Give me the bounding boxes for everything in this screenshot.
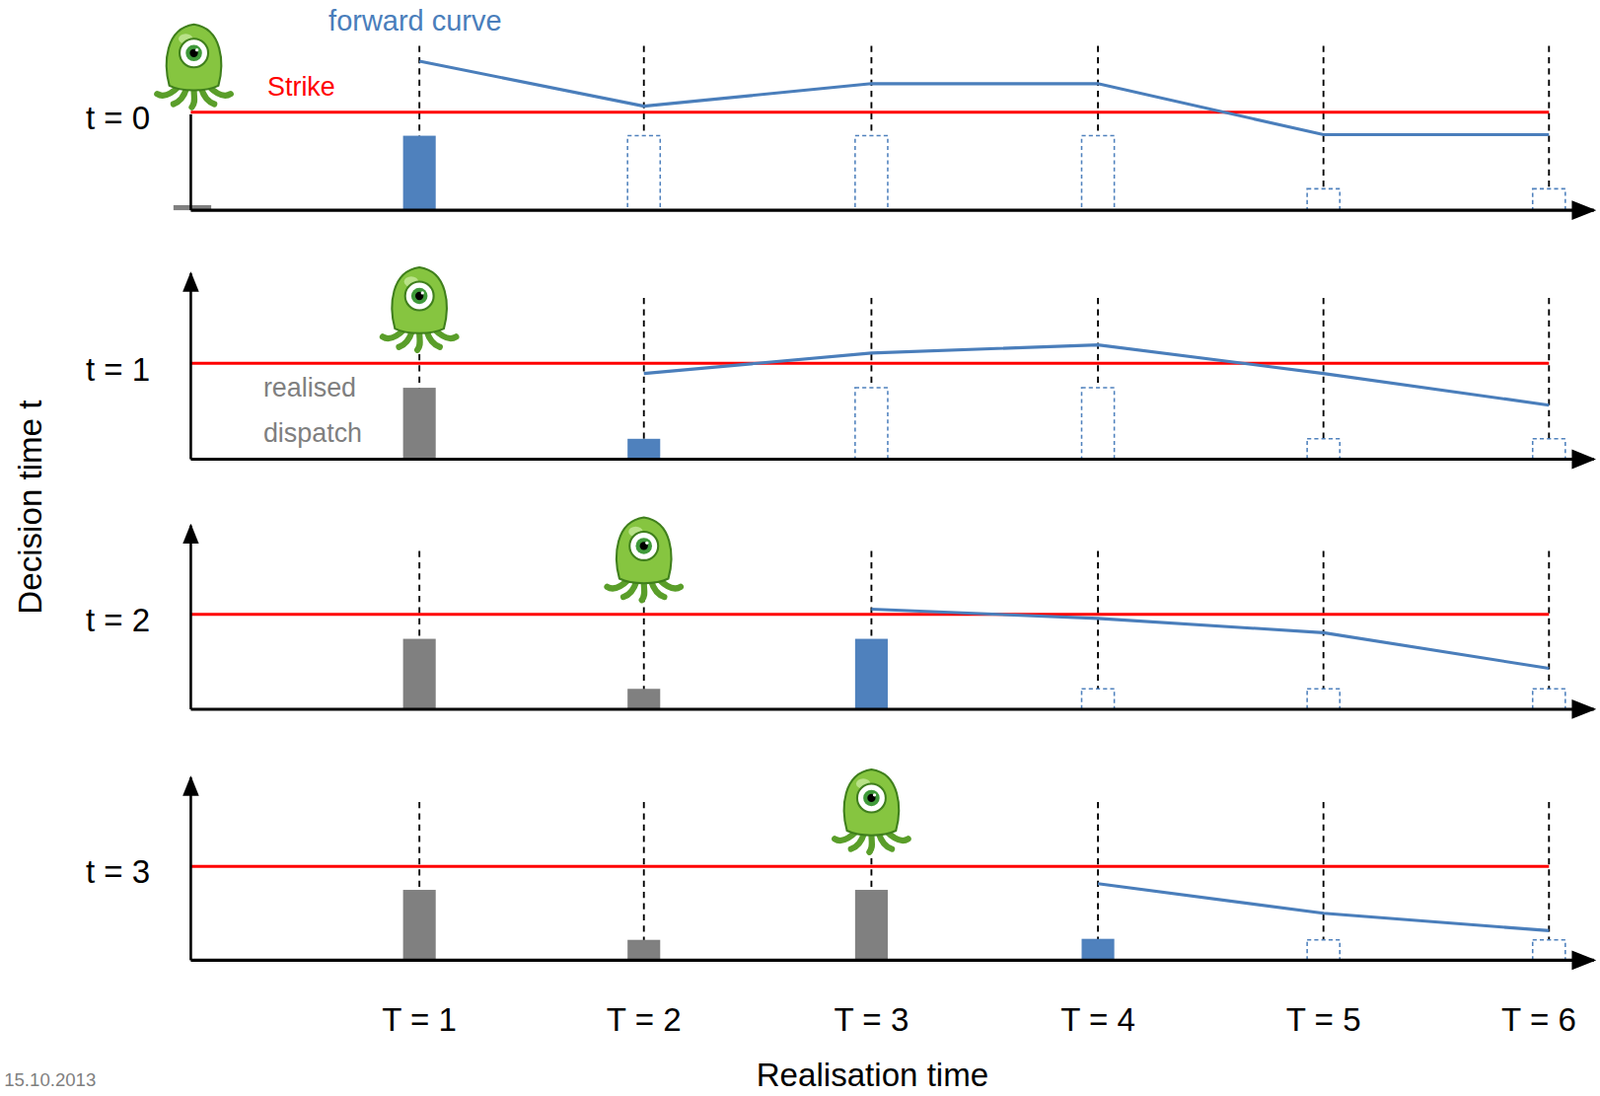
- realisation-time-label: T = 6: [1501, 1000, 1577, 1040]
- value-axis: [189, 777, 193, 960]
- realisation-guide: [643, 801, 646, 960]
- strike-label: Strike: [267, 71, 336, 103]
- future-dispatch-bar: [855, 387, 888, 459]
- forward-curve: [419, 61, 1549, 135]
- future-dispatch-bar: [1307, 688, 1340, 710]
- realisation-guide: [643, 297, 646, 459]
- time-axis: [190, 457, 1594, 461]
- realisation-time-label: T = 3: [834, 1000, 910, 1040]
- realisation-guide: [1322, 297, 1325, 459]
- future-dispatch-bar: [1082, 387, 1115, 459]
- axis-title: Decision time t: [10, 400, 51, 615]
- alien-icon: [382, 267, 456, 351]
- forward-curve: [644, 345, 1550, 406]
- realisation-guide: [1547, 551, 1550, 710]
- planned-dispatch-bar: [1082, 939, 1115, 961]
- realised-dispatch-bar: [403, 889, 437, 960]
- value-axis: [189, 273, 193, 459]
- realised-label: realised dispatch: [263, 364, 391, 455]
- realisation-time-label: T = 4: [1060, 1000, 1136, 1040]
- strike-line: [190, 362, 1549, 365]
- time-axis: [190, 209, 1594, 213]
- future-dispatch-bar: [1532, 188, 1566, 211]
- realised-dispatch-bar: [627, 688, 660, 710]
- future-dispatch-bar: [1082, 688, 1115, 710]
- future-dispatch-bar: [1532, 438, 1566, 460]
- strike-line: [190, 612, 1549, 616]
- realisation-guide: [1547, 801, 1550, 960]
- decision-time-label: t = 2: [85, 600, 150, 641]
- alien-icon: [606, 516, 680, 600]
- forward-curve: [871, 609, 1549, 669]
- realisation-time-label: T = 2: [606, 1000, 682, 1040]
- realisation-guide: [1547, 46, 1550, 212]
- strike-line: [190, 110, 1549, 114]
- realisation-time-label: T = 5: [1286, 1000, 1362, 1040]
- future-dispatch-bar: [1307, 940, 1340, 961]
- realisation-guide: [1096, 801, 1099, 960]
- value-axis: [189, 114, 193, 211]
- realisation-guide: [1096, 551, 1099, 710]
- panel: [173, 46, 1595, 212]
- future-dispatch-bar: [1532, 688, 1566, 710]
- future-dispatch-bar: [1082, 136, 1115, 212]
- alien-icon: [834, 769, 908, 853]
- realisation-guide: [1322, 46, 1325, 212]
- future-dispatch-bar: [1307, 438, 1340, 460]
- axis-title: Realisation time: [756, 1055, 989, 1095]
- realised-dispatch-bar: [403, 387, 437, 459]
- realisation-guide: [1322, 551, 1325, 710]
- realisation-guide: [1322, 801, 1325, 960]
- planned-dispatch-bar: [403, 136, 437, 212]
- strike-line: [190, 865, 1549, 869]
- decision-time-label: t = 1: [85, 350, 150, 390]
- realisation-time-label: T = 1: [381, 1000, 457, 1040]
- curve-label: forward curve: [328, 3, 502, 39]
- realised-dispatch-bar: [627, 940, 660, 961]
- planned-dispatch-bar: [855, 639, 888, 710]
- alien-icon: [156, 24, 230, 108]
- forward-curve: [1097, 883, 1549, 932]
- realised-dispatch-bar: [403, 639, 437, 710]
- future-dispatch-bar: [1532, 940, 1566, 961]
- planned-dispatch-bar: [627, 438, 660, 460]
- future-dispatch-bar: [855, 136, 888, 212]
- future-dispatch-bar: [627, 136, 660, 212]
- decision-time-label: t = 3: [85, 852, 150, 892]
- time-axis: [190, 958, 1594, 962]
- date-label: 15.10.2013: [3, 1069, 96, 1091]
- time-axis: [190, 707, 1594, 711]
- decision-time-label: t = 0: [85, 98, 150, 139]
- panel: [190, 525, 1594, 710]
- value-axis: [189, 525, 193, 710]
- realisation-guide: [1547, 297, 1550, 459]
- future-dispatch-bar: [1307, 188, 1340, 211]
- realised-dispatch-bar: [855, 889, 888, 960]
